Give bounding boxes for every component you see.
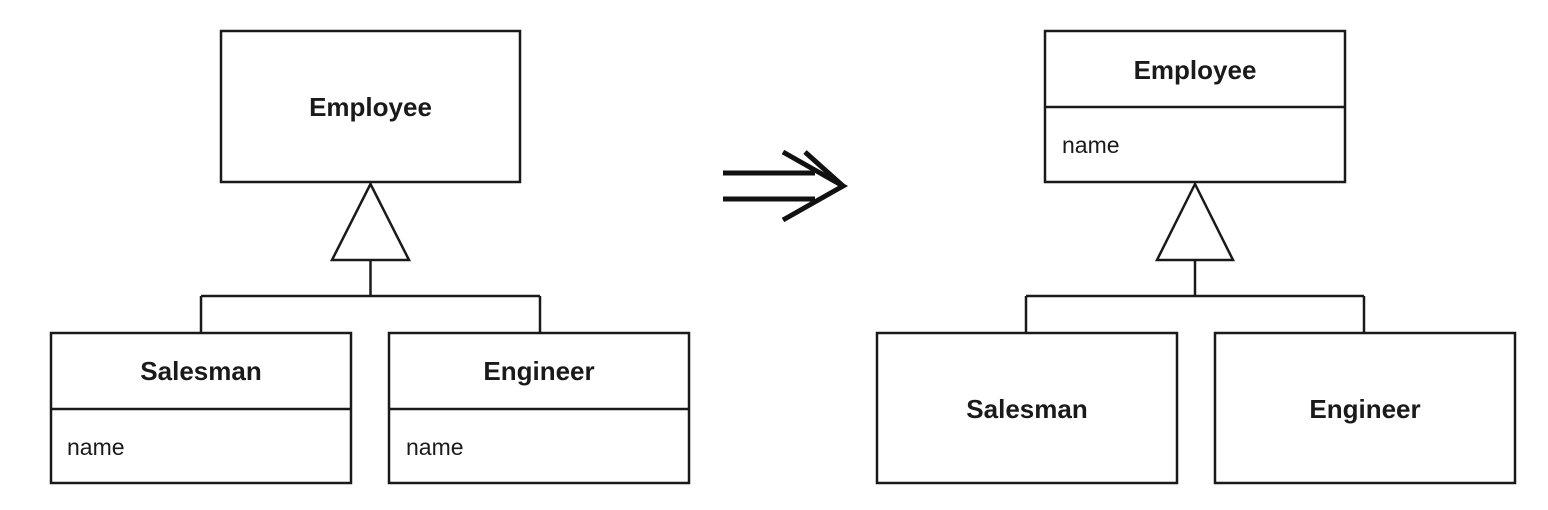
class-attribute: name — [1062, 132, 1120, 158]
class-box — [875, 331, 1179, 485]
before-salesman-class: Salesman name — [49, 331, 353, 485]
after-engineer-class: Engineer — [1213, 331, 1517, 485]
transform-arrow-icon — [723, 149, 849, 223]
generalization-arrow-icon — [329, 181, 412, 262]
class-name: Salesman — [966, 394, 1087, 424]
before-employee-class: Employee — [219, 29, 522, 184]
after-employee-class: Employee name — [1043, 29, 1347, 184]
before-diagram: Employee Salesman name Engineer name — [49, 29, 691, 485]
class-attribute: name — [406, 434, 464, 460]
before-engineer-class: Engineer name — [387, 331, 691, 485]
after-diagram: Employee name Salesman Engineer — [875, 29, 1517, 485]
after-salesman-class: Salesman — [875, 331, 1179, 485]
generalization-arrow-icon — [1154, 181, 1236, 262]
class-box — [219, 29, 522, 184]
class-name: Employee — [309, 92, 432, 122]
class-name: Engineer — [483, 356, 594, 386]
class-name: Employee — [1134, 55, 1257, 85]
class-attribute: name — [67, 434, 125, 460]
class-name: Salesman — [140, 356, 261, 386]
class-name: Engineer — [1309, 394, 1420, 424]
class-box — [1213, 331, 1517, 485]
